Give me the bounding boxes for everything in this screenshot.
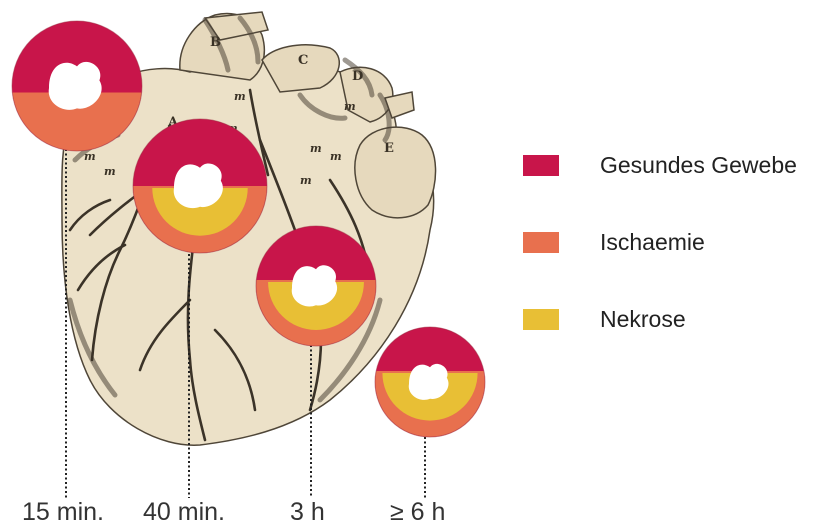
ring-cavity: [174, 164, 223, 209]
time-label-40min: 40 min.: [143, 498, 225, 526]
time-label-3h: 3 h: [290, 498, 325, 526]
time-label-15min: 15 min.: [22, 498, 104, 526]
legend-swatch-necrosis: [523, 309, 559, 330]
atrium-e: [355, 127, 436, 218]
heart-marking: m: [344, 100, 356, 113]
heart-marking: B: [210, 35, 221, 50]
ring-cavity: [292, 265, 337, 306]
heart-marking: m: [84, 150, 96, 163]
heart-marking: E: [384, 141, 394, 156]
heart-marking: m: [104, 165, 116, 178]
heart-marking: m: [300, 174, 312, 187]
heart-marking: m: [310, 142, 322, 155]
legend-swatch-healthy: [523, 155, 559, 176]
legend-swatch-ischemia: [523, 232, 559, 253]
heart-marking: m: [234, 90, 246, 103]
ring-cavity: [49, 62, 102, 110]
ring-cavity: [409, 364, 449, 400]
time-label-6h: ≥ 6 h: [390, 498, 445, 526]
legend-label-necrosis: Nekrose: [600, 306, 686, 332]
heart-marking: m: [330, 150, 342, 163]
legend-label-healthy: Gesundes Gewebe: [600, 152, 797, 178]
legend-label-ischemia: Ischaemie: [600, 229, 705, 255]
heart-marking: C: [298, 53, 308, 68]
heart-marking: D: [352, 69, 363, 84]
cross-section-ring: [375, 327, 485, 481]
